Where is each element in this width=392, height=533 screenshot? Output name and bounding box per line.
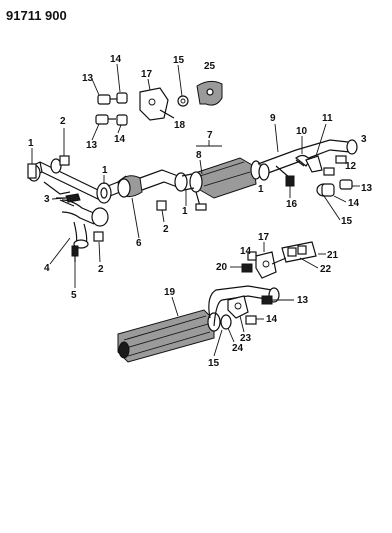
callout-13: 13 [82,73,94,84]
callout-18: 18 [174,120,186,131]
callout-17: 17 [141,69,153,80]
callout-12: 12 [345,161,357,172]
nut-14-lower-right [245,315,257,325]
front-pipe-gasket [96,182,112,204]
callout-13: 13 [361,183,373,194]
callout-15: 15 [341,216,353,227]
callout-2: 2 [98,264,104,275]
callout-5: 5 [71,290,77,301]
bolt-13-upper [97,94,118,105]
nut-2-left [59,155,70,166]
callout-1: 1 [182,206,188,217]
nut-14-upper [116,92,128,104]
hanger-insulator-24 [220,314,232,330]
callout-4: 4 [44,263,50,274]
flange-gasket-1-left [27,163,37,179]
bracket-17-lower [255,251,277,279]
callout-3: 3 [44,194,50,205]
callout-24: 24 [232,343,244,354]
callout-6: 6 [136,238,142,249]
callout-10: 10 [296,126,308,137]
bolt-16 [285,175,295,187]
bracket-17-upper [139,87,175,121]
hanger-bracket-23 [227,295,249,319]
nut-14-lower [116,114,128,126]
callout-1: 1 [28,138,34,149]
callout-11: 11 [322,113,333,124]
callout-14: 14 [240,246,252,257]
insulator-14-15-right [316,183,335,197]
bolt-13-lower [95,114,116,125]
diagram-number: 91711 900 [6,8,67,23]
callout-25: 25 [204,61,216,72]
bolt-13-lower-right [261,295,273,305]
callout-14: 14 [110,54,122,65]
callout-20: 20 [216,262,228,273]
callout-2: 2 [60,116,66,127]
callout-13: 13 [86,140,98,151]
washer-15-upper [177,95,189,107]
catalytic-converter [189,157,262,199]
callout-22: 22 [320,264,332,275]
muffler-19 [117,309,221,363]
callout-7: 7 [207,130,213,141]
rear-intermediate-pipe [257,139,358,181]
bolt-12 [323,155,347,176]
callout-14: 14 [348,198,360,209]
callout-1: 1 [258,184,264,195]
callout-19: 19 [164,287,176,298]
callout-16: 16 [286,199,298,210]
callout-14: 14 [266,314,278,325]
nut-2-center [156,200,167,211]
y-pipe-assembly [61,199,109,249]
callout-14: 14 [114,134,126,145]
hanger-25 [196,80,223,106]
stud-1-center [195,203,207,211]
callout-13: 13 [297,295,309,306]
hanger-bracket-11 [305,155,323,173]
oxygen-sensor-3 [56,193,81,203]
callout-3: 3 [361,134,367,145]
callout-21: 21 [327,250,339,261]
bolt-13-right [339,179,353,190]
callout-15: 15 [208,358,220,369]
callout-9: 9 [270,113,276,124]
resonator-6 [117,175,143,198]
bolt-20 [241,263,253,273]
oxygen-sensor-5 [71,245,79,262]
nut-2-bottom [93,231,104,242]
hanger-21-22 [271,241,317,265]
callout-15: 15 [173,55,185,66]
callout-8: 8 [196,150,202,161]
intermediate-pipe [139,169,188,192]
nut-14-lower-group [247,251,257,261]
callout-17: 17 [258,232,270,243]
callout-1: 1 [102,165,108,176]
callout-2: 2 [163,224,169,235]
callout-23: 23 [240,333,252,344]
